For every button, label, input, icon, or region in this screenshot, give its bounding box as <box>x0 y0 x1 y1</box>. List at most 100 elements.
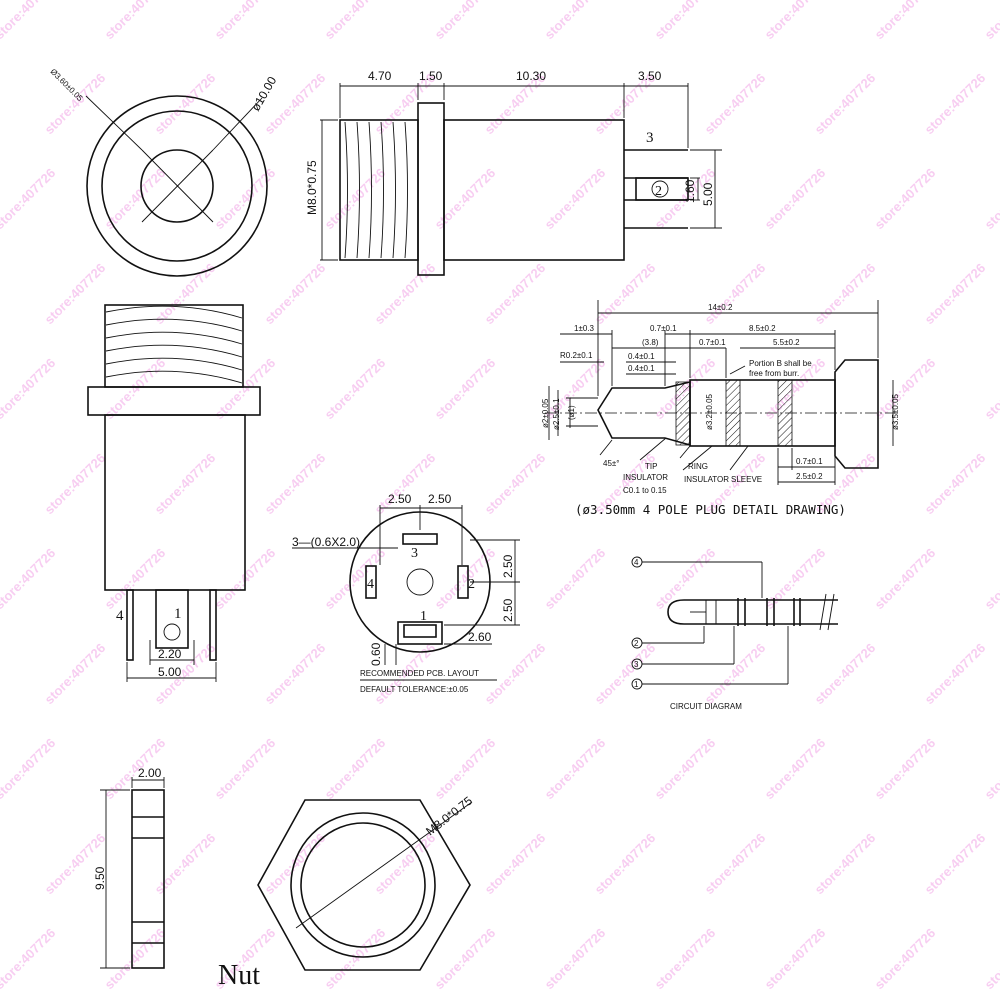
pcb-pin-2: 2 <box>468 577 475 592</box>
watermark-text: store:407726 <box>102 355 169 422</box>
body-dim-pitch: 2.20 <box>158 647 182 661</box>
watermark-text: store:407726 <box>212 355 279 422</box>
side-dim-e: 1.60 <box>683 179 697 203</box>
plug-angle: 45±° <box>603 459 620 468</box>
watermark-text: store:407726 <box>702 70 769 137</box>
watermark-text: store:407726 <box>432 355 499 422</box>
watermark-text: store:407726 <box>982 735 1000 802</box>
watermark-text: store:407726 <box>872 545 939 612</box>
watermark-text: store:407726 <box>432 545 499 612</box>
watermark-text: store:407726 <box>262 640 329 707</box>
side-pin-3: 3 <box>646 130 654 146</box>
body-view: 4 1 2.20 5.00 <box>87 304 261 682</box>
pcb-dim-h: 2.60 <box>468 630 492 644</box>
watermark-text: store:407726 <box>592 640 659 707</box>
watermark-text: store:407726 <box>872 165 939 232</box>
plug-caption: (ø3.50mm 4 POLE PLUG DETAIL DRAWING) <box>575 502 846 517</box>
watermark-text: store:407726 <box>592 830 659 897</box>
plug-dia-d: ø3.5±0.05 <box>891 393 900 430</box>
plug-sleeve-label: SLEEVE <box>731 475 762 484</box>
watermark-text: store:407726 <box>432 165 499 232</box>
watermark-text: store:407726 <box>812 260 879 327</box>
front-outer-dia: ø10.00 <box>248 74 279 114</box>
plug-d3: 8.5±0.2 <box>749 324 776 333</box>
circuit-node-2: 2 <box>634 639 639 648</box>
watermark-text: store:407726 <box>42 260 109 327</box>
body-pin-1: 1 <box>174 606 182 622</box>
watermark-text: store:407726 <box>372 260 439 327</box>
plug-portion-b-2: free from burr. <box>749 369 799 378</box>
nut-thread: M8.0*0.75 <box>423 793 475 838</box>
pcb-dim-right: 2.50 <box>428 492 452 506</box>
watermark-text: store:407726 <box>432 735 499 802</box>
watermark-text: store:407726 <box>542 165 609 232</box>
watermark-text: store:407726 <box>482 260 549 327</box>
watermark-text: store:407726 <box>702 830 769 897</box>
plug-d2: 0.7±0.1 <box>650 324 677 333</box>
watermark-text: store:407726 <box>812 830 879 897</box>
plug-d10: 2.5±0.2 <box>796 472 823 481</box>
plug-chamfer: C0.1 to 0.15 <box>623 486 667 495</box>
watermark-text: store:407726 <box>922 260 989 327</box>
watermark-text: store:407726 <box>102 545 169 612</box>
watermark-text: store:407726 <box>262 260 329 327</box>
watermark-text: store:407726 <box>652 0 719 42</box>
watermark-text: store:407726 <box>432 925 499 992</box>
watermark-text: store:407726 <box>922 70 989 137</box>
watermark-text: store:407726 <box>982 0 1000 42</box>
pcb-pin-3: 3 <box>411 546 418 561</box>
plug-ring-label: RING <box>688 462 708 471</box>
watermark-text: store:407726 <box>212 735 279 802</box>
body-pin-4: 4 <box>116 608 124 624</box>
watermark-text: store:407726 <box>702 640 769 707</box>
side-view: 4.70 1.50 10.30 3.50 M8.0*0.75 3 2 1.60 … <box>305 69 722 276</box>
watermark-text: store:407726 <box>322 0 389 42</box>
circuit-node-3: 3 <box>634 660 639 669</box>
side-thread: M8.0*0.75 <box>305 160 319 215</box>
circuit-caption: CIRCUIT DIAGRAM <box>670 702 742 711</box>
watermark-text: store:407726 <box>652 545 719 612</box>
watermark-text: store:407726 <box>922 830 989 897</box>
circuit-node-1: 1 <box>634 680 639 689</box>
watermark-text: store:407726 <box>212 165 279 232</box>
watermark-text: store:407726 <box>42 70 109 137</box>
circuit-node-4: 4 <box>634 558 639 567</box>
watermark-text: store:407726 <box>922 450 989 517</box>
watermark-text: store:407726 <box>212 0 279 42</box>
nut-height: 9.50 <box>93 866 107 890</box>
plug-insulator-label: INSULATOR <box>623 473 668 482</box>
watermark-text: store:407726 <box>542 735 609 802</box>
plug-detail: 14±0.2 1±0.3 0.7±0.1 8.5±0.2 (3.8) 0.7±0… <box>541 300 900 517</box>
plug-d5: 0.7±0.1 <box>699 338 726 347</box>
plug-radius: R0.2±0.1 <box>560 351 593 360</box>
watermark-text: store:407726 <box>542 925 609 992</box>
circuit-diagram: 4 2 3 1 CIRCUIT DIAGRAM <box>631 556 838 711</box>
side-dim-b: 1.50 <box>419 69 443 83</box>
plug-d4: (3.8) <box>642 338 659 347</box>
watermark-text: store:407726 <box>762 0 829 42</box>
plug-d1: 1±0.3 <box>574 324 595 333</box>
watermark-text: store:407726 <box>0 355 58 422</box>
watermark-text: store:407726 <box>152 830 219 897</box>
nut-label: Nut <box>218 960 260 991</box>
watermark-text: store:407726 <box>872 0 939 42</box>
watermark-text: store:407726 <box>982 545 1000 612</box>
watermark-text: store:407726 <box>812 70 879 137</box>
watermark-text: store:407726 <box>872 735 939 802</box>
nut-side-view: 2.00 9.50 <box>93 766 165 969</box>
watermark-text: store:407726 <box>762 545 829 612</box>
watermark-text: store:407726 <box>262 450 329 517</box>
plug-insulator2-label: INSULATOR <box>684 475 729 484</box>
watermark-text: store:407726 <box>0 925 58 992</box>
plug-d7: 0.4±0.1 <box>628 352 655 361</box>
watermark-text: store:407726 <box>872 355 939 422</box>
watermark-text: store:407726 <box>542 545 609 612</box>
plug-overall: 14±0.2 <box>708 303 733 312</box>
plug-d8: 0.4±0.1 <box>628 364 655 373</box>
watermark-text: store:407726 <box>42 450 109 517</box>
watermark-text: store:407726 <box>152 70 219 137</box>
watermark-text: store:407726 <box>372 450 439 517</box>
pcb-pad-label: 3—(0.6X2.0) <box>292 535 360 549</box>
watermark-text: store:407726 <box>762 735 829 802</box>
